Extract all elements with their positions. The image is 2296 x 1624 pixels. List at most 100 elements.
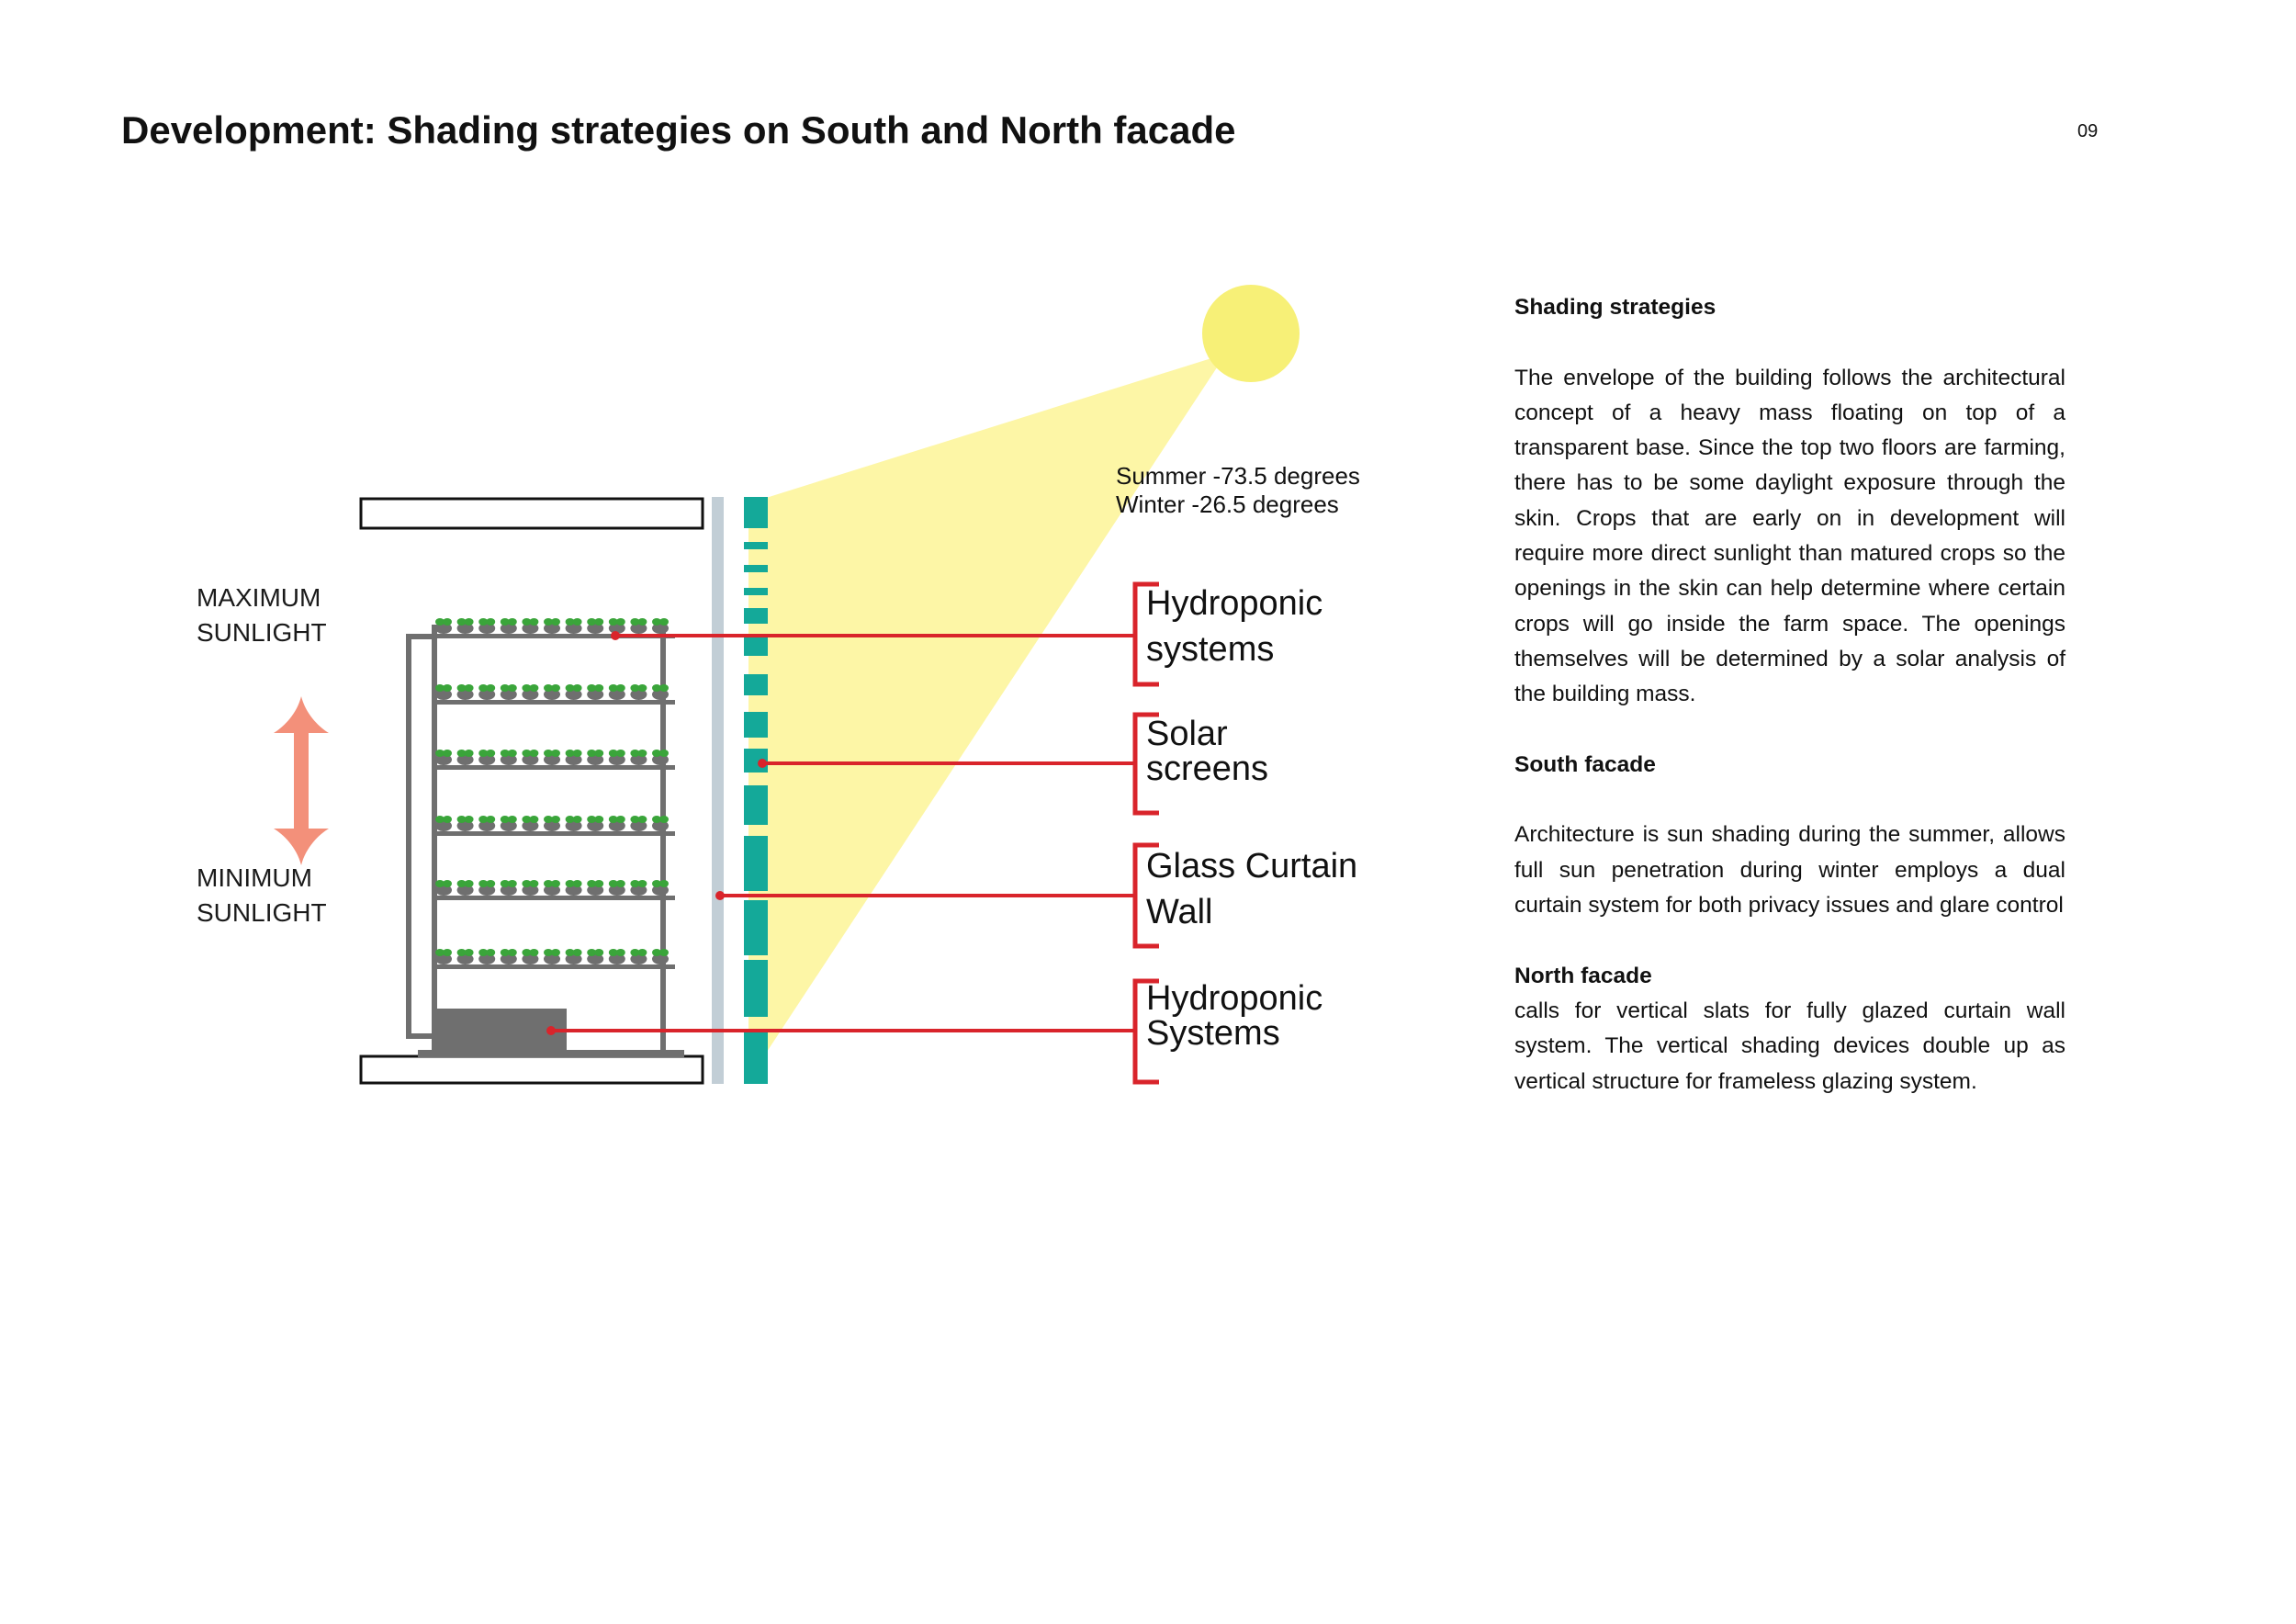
plant-leaf	[478, 618, 489, 626]
plant-pot	[608, 623, 625, 634]
plant-pot	[478, 754, 496, 765]
plant-leaf	[544, 684, 553, 692]
screen-slat	[744, 588, 768, 595]
plant-pot	[565, 754, 582, 765]
plant-leaf	[659, 618, 669, 626]
plant-leaf	[594, 750, 604, 757]
plant-pot	[544, 623, 560, 634]
plant-leaf	[522, 816, 532, 823]
leader-dot	[758, 759, 767, 768]
plant-leaf	[551, 880, 560, 887]
rack-foot-left	[406, 1033, 432, 1039]
plant-leaf	[486, 618, 496, 626]
plant-leaf	[435, 816, 445, 823]
screen-slat	[744, 608, 768, 624]
plant-pot	[500, 953, 517, 964]
page-title: Development: Shading strategies on South…	[121, 108, 1236, 152]
plant-pot	[478, 689, 496, 700]
plant-pot	[435, 885, 452, 896]
plant-leaf	[486, 816, 496, 823]
shelf	[432, 896, 675, 900]
plant-leaf	[522, 684, 532, 692]
plant-pot	[500, 754, 517, 765]
plant-leaf	[652, 880, 661, 887]
screen-slat	[744, 497, 768, 528]
plant-leaf	[478, 816, 489, 823]
page-number: 09	[2077, 121, 2099, 141]
plant-leaf	[652, 750, 661, 757]
plant-pot	[522, 885, 539, 896]
callout-bracket	[1132, 712, 1159, 816]
plant-leaf	[443, 949, 452, 956]
plant-pot	[630, 820, 647, 831]
text-panel: Shading strategies The envelope of the b…	[1514, 290, 2065, 1100]
rack-post-right	[660, 625, 666, 1056]
callout-solar-screens: Solar screens	[1146, 715, 1269, 788]
plant-pot	[587, 623, 604, 634]
plant-leaf	[608, 750, 618, 757]
plant-leaf	[507, 618, 517, 626]
plant-leaf	[522, 618, 532, 626]
plant-pot	[608, 885, 625, 896]
plant-leaf	[456, 880, 467, 887]
plant-leaf	[608, 618, 618, 626]
plant-pot	[652, 953, 669, 964]
plant-pot	[522, 754, 539, 765]
plant-pot	[522, 953, 539, 964]
north-facade-heading: North facade	[1514, 963, 1652, 988]
plant-leaf	[565, 684, 575, 692]
plant-leaf	[637, 684, 647, 692]
callout-hydroponic-systems-top: Hydroponic systems	[1146, 584, 1323, 669]
plant-pot	[630, 623, 647, 634]
plant-leaf	[608, 816, 618, 823]
rack-base	[418, 1050, 684, 1057]
shelf	[432, 964, 675, 969]
plant-leaf	[456, 750, 467, 757]
plant-leaf	[507, 949, 517, 956]
maximum-sunlight-label: MAXIMUM SUNLIGHT	[197, 583, 327, 647]
plant-leaf	[630, 880, 640, 887]
plant-pot	[587, 953, 604, 964]
plant-leaf	[544, 949, 553, 956]
plant-leaf	[587, 618, 597, 626]
plant-pot	[630, 953, 647, 964]
plant-leaf	[594, 816, 604, 823]
plant-leaf	[594, 880, 604, 887]
plant-leaf	[551, 816, 560, 823]
shading-strategies-heading: Shading strategies	[1514, 295, 1716, 320]
plant-leaf	[529, 684, 539, 692]
plant-leaf	[443, 880, 452, 887]
plant-pot	[500, 885, 517, 896]
plant-leaf	[478, 949, 489, 956]
plant-leaf	[500, 684, 510, 692]
leader-dot	[611, 631, 620, 640]
plant-pot	[456, 820, 474, 831]
screen-slat	[744, 785, 768, 825]
plant-leaf	[507, 816, 517, 823]
plant-leaf	[572, 684, 582, 692]
plant-leaf	[478, 880, 489, 887]
shelf	[432, 831, 675, 836]
plant-pot	[565, 623, 582, 634]
plant-leaf	[587, 949, 597, 956]
summer-angle: Summer -73.5 degrees	[1116, 462, 1360, 490]
plant-leaf	[551, 750, 560, 757]
plant-leaf	[500, 750, 510, 757]
plant-pot	[565, 689, 582, 700]
plant-pot	[630, 885, 647, 896]
plant-leaf	[615, 880, 625, 887]
plant-leaf	[659, 880, 669, 887]
plant-leaf	[443, 816, 452, 823]
plant-leaf	[637, 816, 647, 823]
plant-leaf	[565, 618, 575, 626]
rack-foot-tab	[406, 634, 432, 639]
plant-pot	[544, 953, 560, 964]
callout-bracket	[1132, 842, 1159, 949]
plant-leaf	[507, 684, 517, 692]
plant-leaf	[652, 684, 661, 692]
winter-angle: Winter -26.5 degrees	[1116, 491, 1339, 518]
plant-pot	[478, 953, 496, 964]
plant-leaf	[630, 684, 640, 692]
lower-floor-slab	[359, 1054, 704, 1085]
screen-slat	[744, 637, 768, 656]
